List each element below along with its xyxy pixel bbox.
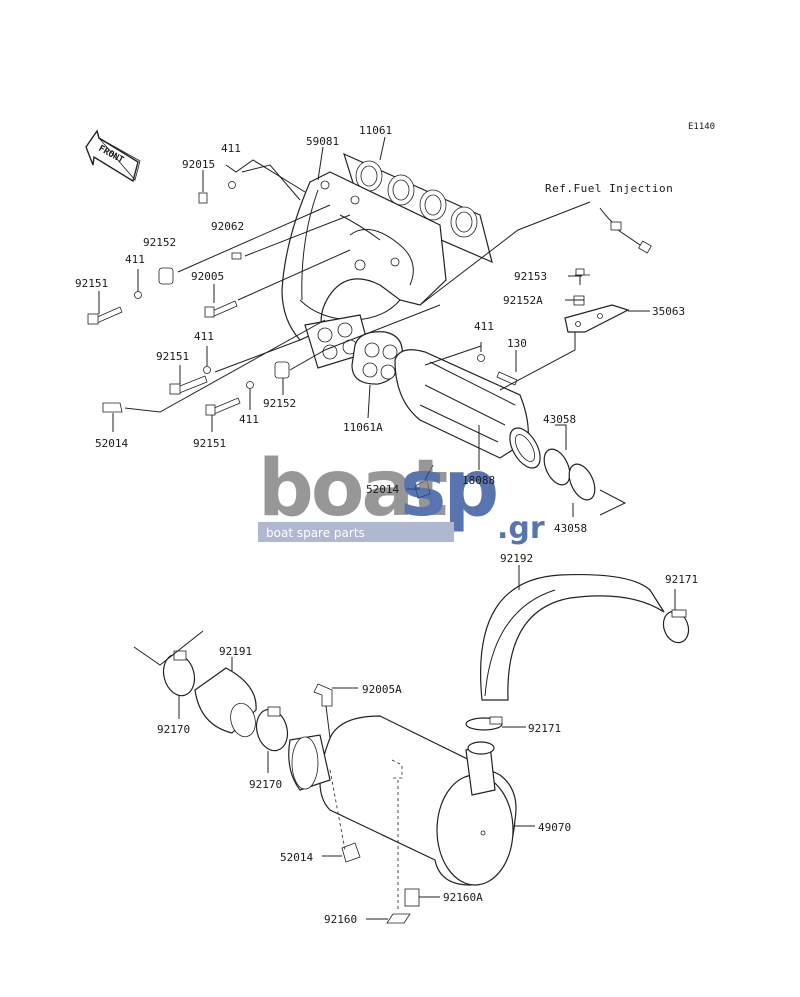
part-label-92062: 92062 xyxy=(211,220,244,233)
part-label-92171-low: 92171 xyxy=(528,722,561,735)
part-label-52014-left: 52014 xyxy=(95,437,128,450)
part-label-411-low: 411 xyxy=(239,413,259,426)
part-label-92171-top: 92171 xyxy=(665,573,698,586)
part-label-92151-left: 92151 xyxy=(75,277,108,290)
drain-plug-lower xyxy=(341,842,361,863)
part-label-411-right: 411 xyxy=(474,320,494,333)
connector-hose xyxy=(194,667,257,738)
mounting-bracket xyxy=(564,304,630,333)
part-label-92191: 92191 xyxy=(219,645,252,658)
part-label-11061: 11061 xyxy=(359,124,392,137)
exhaust-pipe-elbow xyxy=(394,349,541,469)
elbow-fitting xyxy=(313,683,358,739)
hose-clamp-right xyxy=(255,706,289,752)
part-label-92160A: 92160A xyxy=(443,891,483,904)
part-label-92152A: 92152A xyxy=(503,294,543,307)
front-arrow-icon: FRONT xyxy=(85,129,141,183)
part-label-411-top: 411 xyxy=(221,142,241,155)
part-label-92005: 92005 xyxy=(191,270,224,283)
part-label-43058-low: 43058 xyxy=(554,522,587,535)
part-label-18088: 18088 xyxy=(462,474,495,487)
hardware-upper xyxy=(87,181,590,499)
part-label-92152-low: 92152 xyxy=(263,397,296,410)
part-label-92015: 92015 xyxy=(182,158,215,171)
manifold-outlet-gasket-b xyxy=(351,331,403,385)
pipe-o-ring-b xyxy=(568,463,596,501)
part-label-11061A: 11061A xyxy=(343,421,383,434)
part-label-49070: 49070 xyxy=(538,821,571,834)
boatsp-watermark-logo: boat sp .gr boat spare parts xyxy=(258,444,545,546)
part-label-92152-left: 92152 xyxy=(143,236,176,249)
part-label-92151-low: 92151 xyxy=(193,437,226,450)
exhaust-hose-bent xyxy=(480,574,665,701)
pipe-o-ring-a xyxy=(543,448,571,486)
part-label-92153: 92153 xyxy=(514,270,547,283)
part-label-92170-left: 92170 xyxy=(157,723,190,736)
part-label-411-mid: 411 xyxy=(194,330,214,343)
label-plate-b xyxy=(386,913,411,924)
part-labels: 11061 59081 411 92015 92062 92152 411 92… xyxy=(75,124,698,926)
part-label-59081: 59081 xyxy=(306,135,339,148)
part-label-92192: 92192 xyxy=(500,552,533,565)
part-label-52014-mid: 52014 xyxy=(366,483,399,496)
part-label-92160: 92160 xyxy=(324,913,357,926)
part-label-35063: 35063 xyxy=(652,305,685,318)
part-label-130: 130 xyxy=(507,337,527,350)
label-plate-a xyxy=(404,888,420,907)
part-label-43058-top: 43058 xyxy=(543,413,576,426)
hose-clamp-mid xyxy=(465,716,503,731)
part-label-92151-mid: 92151 xyxy=(156,350,189,363)
part-label-92005A: 92005A xyxy=(362,683,402,696)
watermark-word-boat: boat xyxy=(258,444,447,534)
part-label-92170-mid: 92170 xyxy=(249,778,282,791)
diagram-code: E1140 xyxy=(688,122,715,132)
exhaust-manifold xyxy=(281,171,447,341)
hose-clamp-left xyxy=(162,650,196,697)
leader-lines-lower xyxy=(133,565,676,920)
watermark-suffix: .gr xyxy=(497,511,545,546)
leader-lines-upper xyxy=(98,136,650,517)
watermark-tagline: boat spare parts xyxy=(266,526,365,540)
hose-clamp-top xyxy=(662,609,690,644)
watermark-word-sp: sp xyxy=(400,444,496,534)
reference-note: Ref.Fuel Injection xyxy=(545,182,673,195)
fuel-injection-sensor-wire xyxy=(599,207,652,254)
part-label-411-left: 411 xyxy=(125,253,145,266)
water-box-muffler xyxy=(288,715,517,886)
part-label-52014-low: 52014 xyxy=(280,851,313,864)
exhaust-manifold-gasket xyxy=(343,152,493,264)
